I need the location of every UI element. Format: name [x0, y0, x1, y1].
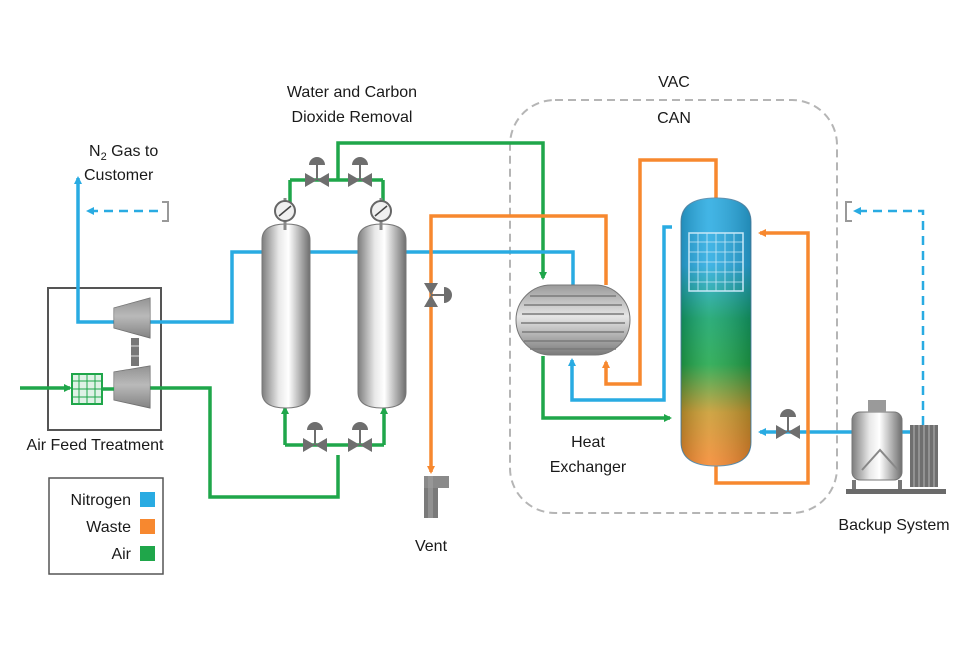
- waste-column-loop: [602, 158, 718, 386]
- n2-adsorber-line: [150, 250, 575, 324]
- gauge-icon-2: [370, 198, 392, 230]
- adsorber-vessel-icon-2: [357, 223, 407, 409]
- valve-icon-backup: [776, 409, 800, 439]
- expander-icon: [113, 297, 151, 339]
- vacuum-can-frame: [509, 99, 838, 514]
- n2-subscript: 2: [101, 151, 107, 163]
- legend-label-air: Air: [111, 546, 131, 563]
- backup-vaporizer-icon: [910, 425, 938, 487]
- legend-label-waste: Waste: [86, 519, 131, 536]
- heat-exchanger-label-line1: Heat: [571, 434, 605, 451]
- vent-label: Vent: [415, 538, 448, 555]
- valve-icon-bottom-left: [303, 422, 327, 452]
- air-feed-label: Air Feed Treatment: [27, 437, 165, 454]
- n2-dashed-lines: [86, 207, 925, 425]
- waste-pipes: [427, 158, 810, 485]
- backup-system-label: Backup System: [838, 517, 949, 534]
- vent-icon: [424, 476, 449, 518]
- removal-label-line2: Dioxide Removal: [292, 109, 413, 126]
- removal-label-line1: Water and Carbon: [287, 84, 417, 101]
- backup-bracket: [845, 201, 852, 222]
- legend-swatch-nitrogen: [140, 492, 155, 507]
- air-to-heat-exchanger: [336, 141, 547, 280]
- heat-exchanger-label-line2: Exchanger: [550, 459, 627, 476]
- compressor-shaft: [131, 338, 139, 366]
- backup-tank-icon: [846, 400, 946, 494]
- customer-bracket: [162, 201, 169, 222]
- n2-column-return: [568, 225, 672, 402]
- waste-from-exchanger: [427, 214, 608, 474]
- valve-icon-bottom-right: [348, 422, 372, 452]
- legend-label-nitrogen: Nitrogen: [71, 492, 131, 509]
- filter-icon: [71, 373, 103, 405]
- compressor-icon: [113, 365, 151, 409]
- valve-icon-vent: [424, 283, 452, 307]
- waste-reflux-loop: [714, 229, 810, 485]
- backup-dashed-line: [853, 207, 925, 425]
- vac-label: VAC: [658, 74, 690, 91]
- n2-to-customer-line: [74, 176, 135, 324]
- air-exchanger-to-column: [541, 356, 672, 422]
- air-feed-box: [47, 287, 162, 431]
- n2-customer-label-line1: N2 Gas to: [89, 143, 158, 163]
- legend: Nitrogen Waste Air: [48, 477, 164, 575]
- n2-gas-to: Gas to: [107, 143, 159, 160]
- n2-symbol: N: [89, 143, 101, 160]
- legend-swatch-air: [140, 546, 155, 561]
- legend-swatch-waste: [140, 519, 155, 534]
- can-label: CAN: [657, 110, 691, 127]
- n2-customer-label-line2: Customer: [84, 167, 154, 184]
- valve-icon-top-left: [305, 157, 329, 187]
- heat-exchanger-icon: [515, 284, 631, 356]
- connector-brackets: [162, 201, 852, 222]
- gauge-icon: [274, 198, 296, 230]
- distillation-column-icon: [680, 197, 752, 467]
- air-compressor-to-adsorbers: [150, 386, 340, 499]
- adsorber-vessel-icon: [261, 223, 311, 409]
- valve-icon-top-right: [348, 157, 372, 187]
